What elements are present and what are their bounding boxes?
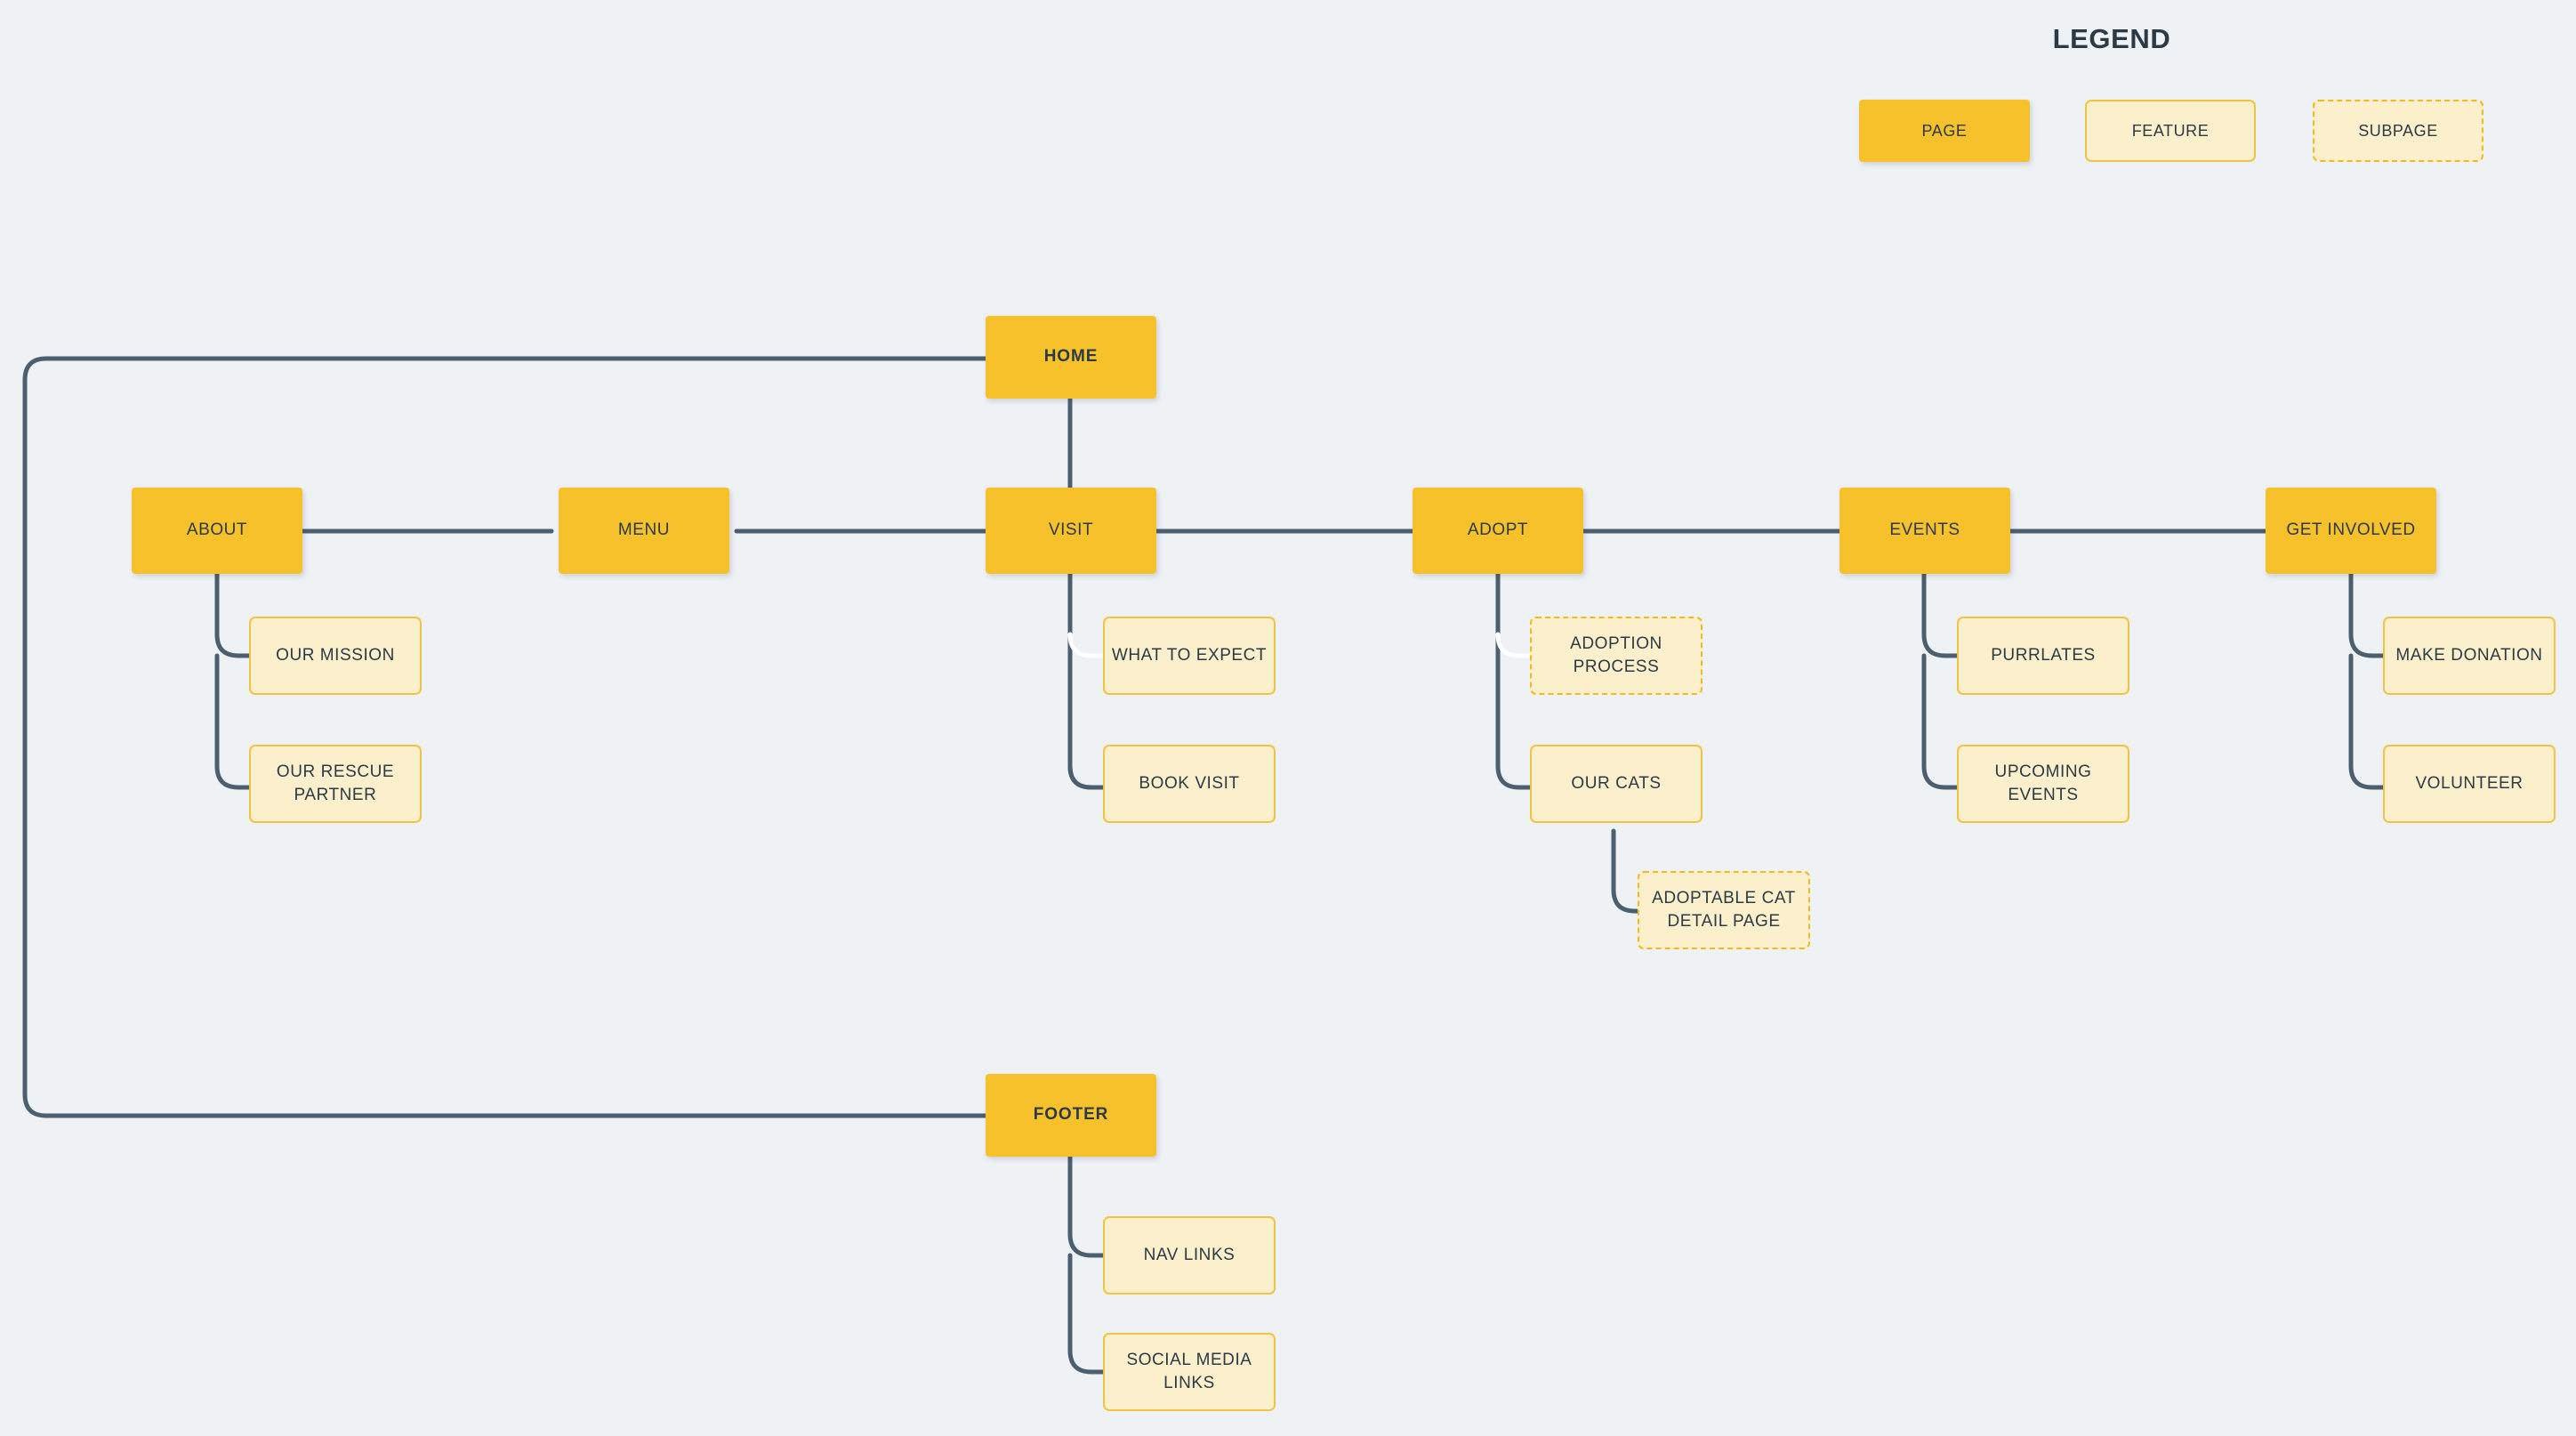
connector-visit-child1-muted [1067,632,1106,658]
node-social-media-links[interactable]: SOCIAL MEDIA LINKS [1103,1333,1276,1411]
node-nav-links[interactable]: NAV LINKS [1103,1216,1276,1295]
connector-footer-child2 [1067,1253,1106,1375]
node-our-rescue-partner[interactable]: OUR RESCUE PARTNER [249,745,422,823]
node-adopt[interactable]: ADOPT [1413,488,1583,574]
node-purrlates[interactable]: PURRLATES [1957,617,2129,695]
legend-swatch-subpage: SUBPAGE [2313,100,2483,162]
connector-about-children [214,571,252,658]
legend-title: LEGEND [2052,23,2171,54]
connector-getinvolved-rail [2348,571,2386,658]
node-what-to-expect[interactable]: WHAT TO EXPECT [1103,617,1276,695]
node-upcoming-events[interactable]: UPCOMING EVENTS [1957,745,2129,823]
connector-footer-rail [1067,1154,1106,1258]
connector-about-child2 [214,653,252,790]
node-adoption-process[interactable]: ADOPTION PROCESS [1530,617,1703,695]
node-home[interactable]: HOME [986,316,1156,399]
legend-swatch-page: PAGE [1859,100,2030,162]
node-get-involved[interactable]: GET INVOLVED [2266,488,2436,574]
node-volunteer[interactable]: VOLUNTEER [2383,745,2556,823]
connector-adopt-rail [1495,571,1533,790]
legend-swatch-feature: FEATURE [2085,100,2256,162]
node-make-donation[interactable]: MAKE DONATION [2383,617,2556,695]
node-events[interactable]: EVENTS [1839,488,2010,574]
connector-getinvolved-child2 [2348,653,2386,790]
node-menu[interactable]: MENU [559,488,729,574]
connector-events-rail [1921,571,1960,658]
node-our-cats[interactable]: OUR CATS [1530,745,1703,823]
connector-adopt-child1-muted [1495,632,1533,658]
connector-events-child2 [1921,653,1960,790]
node-book-visit[interactable]: BOOK VISIT [1103,745,1276,823]
connector-home-footer [22,356,988,1118]
node-adoptable-cat-detail-page[interactable]: ADOPTABLE CAT DETAIL PAGE [1638,871,1810,949]
node-about[interactable]: ABOUT [132,488,302,574]
connector-visit-rail [1067,571,1106,790]
node-footer[interactable]: FOOTER [986,1074,1156,1157]
node-our-mission[interactable]: OUR MISSION [249,617,422,695]
connector-visit-child2 [1067,763,1106,790]
node-visit[interactable]: VISIT [986,488,1156,574]
